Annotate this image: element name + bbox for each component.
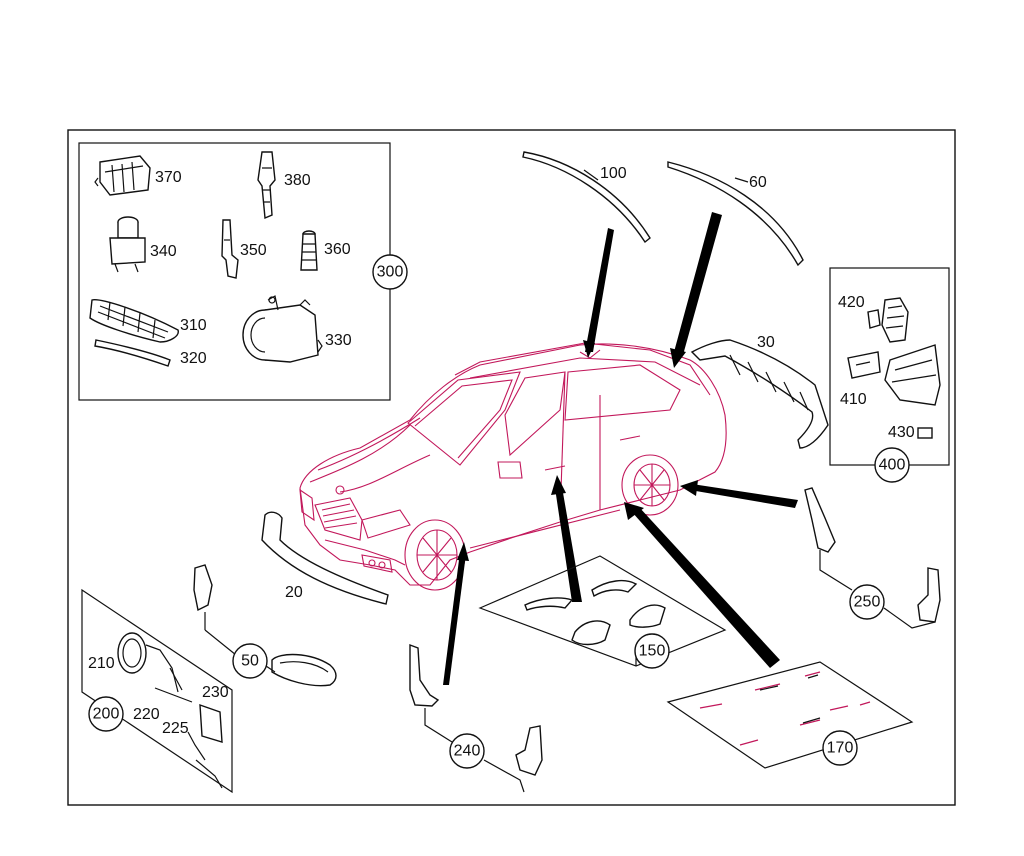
arrow-rear-spoiler bbox=[674, 212, 722, 355]
control-module-370 bbox=[94, 155, 151, 196]
label-350: 350 bbox=[240, 242, 267, 259]
badge-200 bbox=[88, 696, 124, 732]
label-20: 20 bbox=[285, 584, 303, 601]
air-duct-50b bbox=[271, 653, 337, 687]
front-spoiler-20 bbox=[261, 511, 389, 605]
badge-170-label: 170 bbox=[827, 740, 854, 757]
car-body-outline bbox=[299, 342, 727, 591]
arrow-roof-spoiler bbox=[585, 228, 614, 352]
label-330: 330 bbox=[325, 332, 352, 349]
arrow-door-handle bbox=[555, 487, 582, 602]
sensor-340 bbox=[109, 216, 146, 273]
panel-200 bbox=[81, 588, 233, 794]
label-30: 30 bbox=[757, 334, 775, 351]
door-handle-trims-150 bbox=[524, 579, 666, 646]
badge-250 bbox=[849, 584, 885, 620]
rear-diffuser-30 bbox=[690, 339, 829, 449]
speaker-ring-210 bbox=[117, 632, 179, 693]
mud-flap-240b bbox=[515, 725, 543, 776]
side-stripes-170 bbox=[699, 671, 871, 746]
pointer-arrows bbox=[443, 212, 798, 685]
label-60: 60 bbox=[749, 174, 767, 191]
badge-150 bbox=[634, 633, 670, 669]
panel-150 bbox=[478, 555, 727, 667]
panel-170 bbox=[666, 661, 914, 769]
trunk-spoiler-60 bbox=[667, 161, 804, 267]
badge-50 bbox=[232, 643, 268, 679]
badge-400 bbox=[874, 447, 910, 483]
label-360: 360 bbox=[324, 241, 351, 258]
badge-150-label: 150 bbox=[639, 643, 666, 660]
label-420: 420 bbox=[838, 294, 865, 311]
mud-flap-250a bbox=[804, 487, 836, 553]
roof-spoiler-100 bbox=[522, 151, 651, 244]
label-370: 370 bbox=[155, 169, 182, 186]
arrow-side-stripes bbox=[632, 507, 780, 668]
label-210: 210 bbox=[88, 655, 115, 672]
label-340: 340 bbox=[150, 243, 177, 260]
badge-50-label: 50 bbox=[241, 653, 259, 670]
grommet-360 bbox=[300, 230, 318, 271]
arrow-front-flap bbox=[443, 552, 466, 685]
air-duct-50a bbox=[193, 564, 213, 612]
mud-flap-250b bbox=[917, 567, 941, 623]
clip-350 bbox=[221, 219, 239, 279]
label-410: 410 bbox=[840, 391, 867, 408]
badge-240-label: 240 bbox=[454, 743, 481, 760]
label-230: 230 bbox=[202, 684, 229, 701]
diagram-frame bbox=[67, 129, 956, 806]
cable-220 bbox=[154, 667, 193, 703]
badge-300 bbox=[372, 254, 408, 290]
label-220: 220 bbox=[133, 706, 160, 723]
badge-250-label: 250 bbox=[854, 594, 881, 611]
badge-170 bbox=[822, 730, 858, 766]
badge-300-label: 300 bbox=[377, 264, 404, 281]
connector-380 bbox=[257, 151, 276, 220]
label-320: 320 bbox=[180, 350, 207, 367]
label-430: 430 bbox=[888, 424, 915, 441]
badge-400-label: 400 bbox=[879, 457, 906, 474]
fog-lamp-330 bbox=[242, 295, 323, 363]
badge-240 bbox=[449, 733, 485, 769]
mud-flap-240a bbox=[409, 643, 440, 707]
label-380: 380 bbox=[284, 172, 311, 189]
badge-200-label: 200 bbox=[93, 706, 120, 723]
module-230 bbox=[199, 703, 223, 743]
arrow-rear-flap bbox=[690, 484, 798, 508]
trim-strip-320 bbox=[94, 339, 171, 367]
label-310: 310 bbox=[180, 317, 207, 334]
grille-310 bbox=[89, 299, 179, 343]
label-100: 100 bbox=[600, 165, 627, 182]
tail-lamp-parts-400 bbox=[847, 297, 941, 439]
label-225: 225 bbox=[162, 720, 189, 737]
